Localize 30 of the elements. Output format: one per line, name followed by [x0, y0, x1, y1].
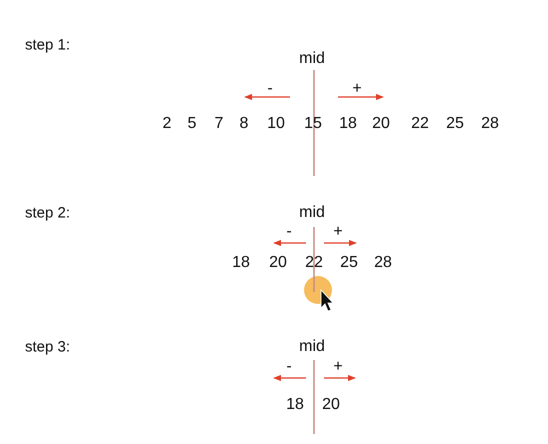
- number: 20: [322, 397, 340, 413]
- number: 28: [481, 116, 499, 132]
- minus-sign: -: [286, 359, 292, 375]
- step-label: step 3:: [25, 340, 70, 354]
- plus-sign: +: [352, 81, 362, 97]
- mid-label: mid: [299, 339, 325, 355]
- plus-sign: +: [333, 359, 343, 375]
- minus-sign: -: [286, 224, 292, 240]
- minus-sign: -: [267, 81, 273, 97]
- step-label: step 2:: [25, 206, 70, 220]
- number: 7: [214, 116, 224, 132]
- step-label: step 1:: [25, 38, 70, 52]
- number: 22: [305, 255, 323, 271]
- number: 18: [339, 116, 357, 132]
- number: 2: [162, 116, 172, 132]
- number: 10: [267, 116, 285, 132]
- number: 25: [340, 255, 358, 271]
- number: 25: [446, 116, 464, 132]
- mid-label: mid: [299, 51, 325, 67]
- mid-label: mid: [299, 205, 325, 221]
- number: 18: [286, 397, 304, 413]
- number: 20: [269, 255, 287, 271]
- number: 28: [374, 255, 392, 271]
- number: 18: [232, 255, 250, 271]
- number: 20: [372, 116, 390, 132]
- number: 8: [240, 116, 248, 132]
- number: 15: [304, 116, 322, 132]
- number: 22: [411, 116, 429, 132]
- plus-sign: +: [333, 224, 343, 240]
- number: 5: [188, 116, 196, 132]
